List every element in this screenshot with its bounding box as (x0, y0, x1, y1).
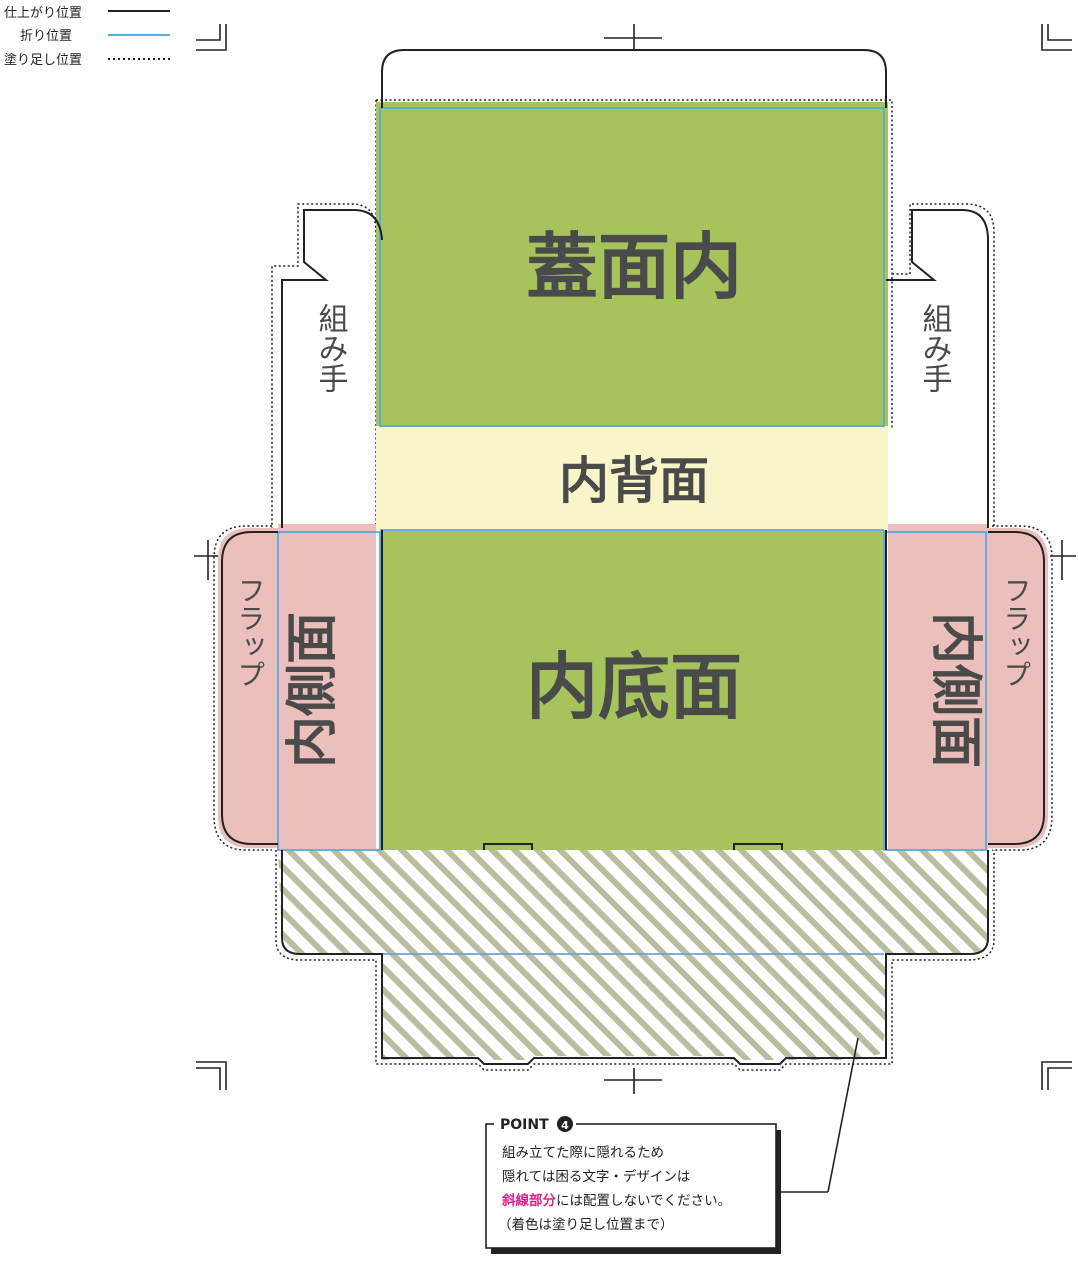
bleed-bottom (275, 850, 995, 1071)
legend-bleed-label: 塗り足し位置 (4, 52, 82, 68)
label-flap-right: フラップ (1000, 576, 1033, 688)
fold-side-right (883, 531, 987, 851)
label-side-right: 内側面 (925, 612, 985, 768)
crop-mark-top-right (1041, 24, 1072, 51)
crop-mark-bottom-left (196, 1061, 227, 1090)
point-line-3: 斜線部分には配置しないでください。 (501, 1192, 731, 1209)
trim-flap-right (988, 531, 1045, 845)
panel-side-left (218, 524, 376, 856)
legend-trim-label: 仕上がり位置 (4, 6, 82, 21)
label-lid-inner: 蓋面内 (526, 225, 742, 309)
fold-side-left (277, 531, 381, 851)
point-line-2: 隠れては困る文字・デザインは (502, 1168, 690, 1185)
legend-fold-label: 折り位置 (20, 29, 72, 44)
trim-tab-right (886, 209, 989, 528)
point-title: POINT (500, 1117, 549, 1133)
panel-labels: 蓋面内 内背面 内底面 内側面 内側面 組み手 組み手 フラップ フラップ (234, 225, 1033, 768)
crop-marks (194, 24, 1076, 1094)
panels (218, 102, 1048, 1060)
fold-lines (277, 107, 987, 955)
point-number-badge (557, 1116, 573, 1132)
point-line-1: 組み立てた際に隠れるため (502, 1145, 664, 1161)
panel-bottom-inner (380, 530, 886, 850)
panel-hidden-hatched (278, 850, 988, 1060)
crop-mark-bottom-right (1041, 1061, 1072, 1090)
register-mark-top (604, 24, 662, 50)
panel-side-right (888, 524, 1048, 856)
crop-mark-top-left (196, 24, 227, 51)
label-tab-right: 組み手 (917, 303, 952, 393)
point-box (485, 1123, 777, 1249)
trim-tab-left (281, 209, 383, 528)
trim-slot-right (733, 843, 783, 850)
point-line-3-rest: には配置しないでください。 (556, 1193, 731, 1209)
label-tab-left: 組み手 (313, 303, 348, 393)
panel-back-inner (376, 426, 888, 530)
trim-flap-left (221, 531, 278, 845)
point-highlight: 斜線部分 (501, 1192, 556, 1209)
label-side-left: 内側面 (283, 612, 343, 768)
label-back-inner: 内背面 (559, 452, 709, 510)
point-title-bg (494, 1114, 576, 1132)
label-flap-left: フラップ (234, 576, 267, 688)
callout-leader (827, 1037, 859, 1193)
point-callout: POINT 4 組み立てた際に隠れるため 隠れては困る文字・デザインは 斜線部分… (485, 1114, 781, 1254)
trim-outlines (221, 49, 1045, 1065)
trim-bottom-hatched (281, 850, 989, 1065)
bleed-flap-right (992, 525, 1053, 851)
trim-slot-left (483, 843, 533, 850)
legend: 仕上がり位置 折り位置 塗り足し位置 (4, 6, 170, 68)
register-mark-right (1050, 540, 1076, 580)
point-number: 4 (561, 1119, 569, 1132)
register-mark-bottom (604, 1068, 662, 1094)
label-bottom-inner: 内底面 (526, 645, 742, 729)
point-line-4: （着色は塗り足し位置まで） (498, 1216, 674, 1233)
trim-lid-top (381, 49, 887, 108)
bleed-lid (376, 99, 893, 428)
register-mark-left (194, 540, 222, 580)
panel-lid-inner (376, 102, 888, 426)
